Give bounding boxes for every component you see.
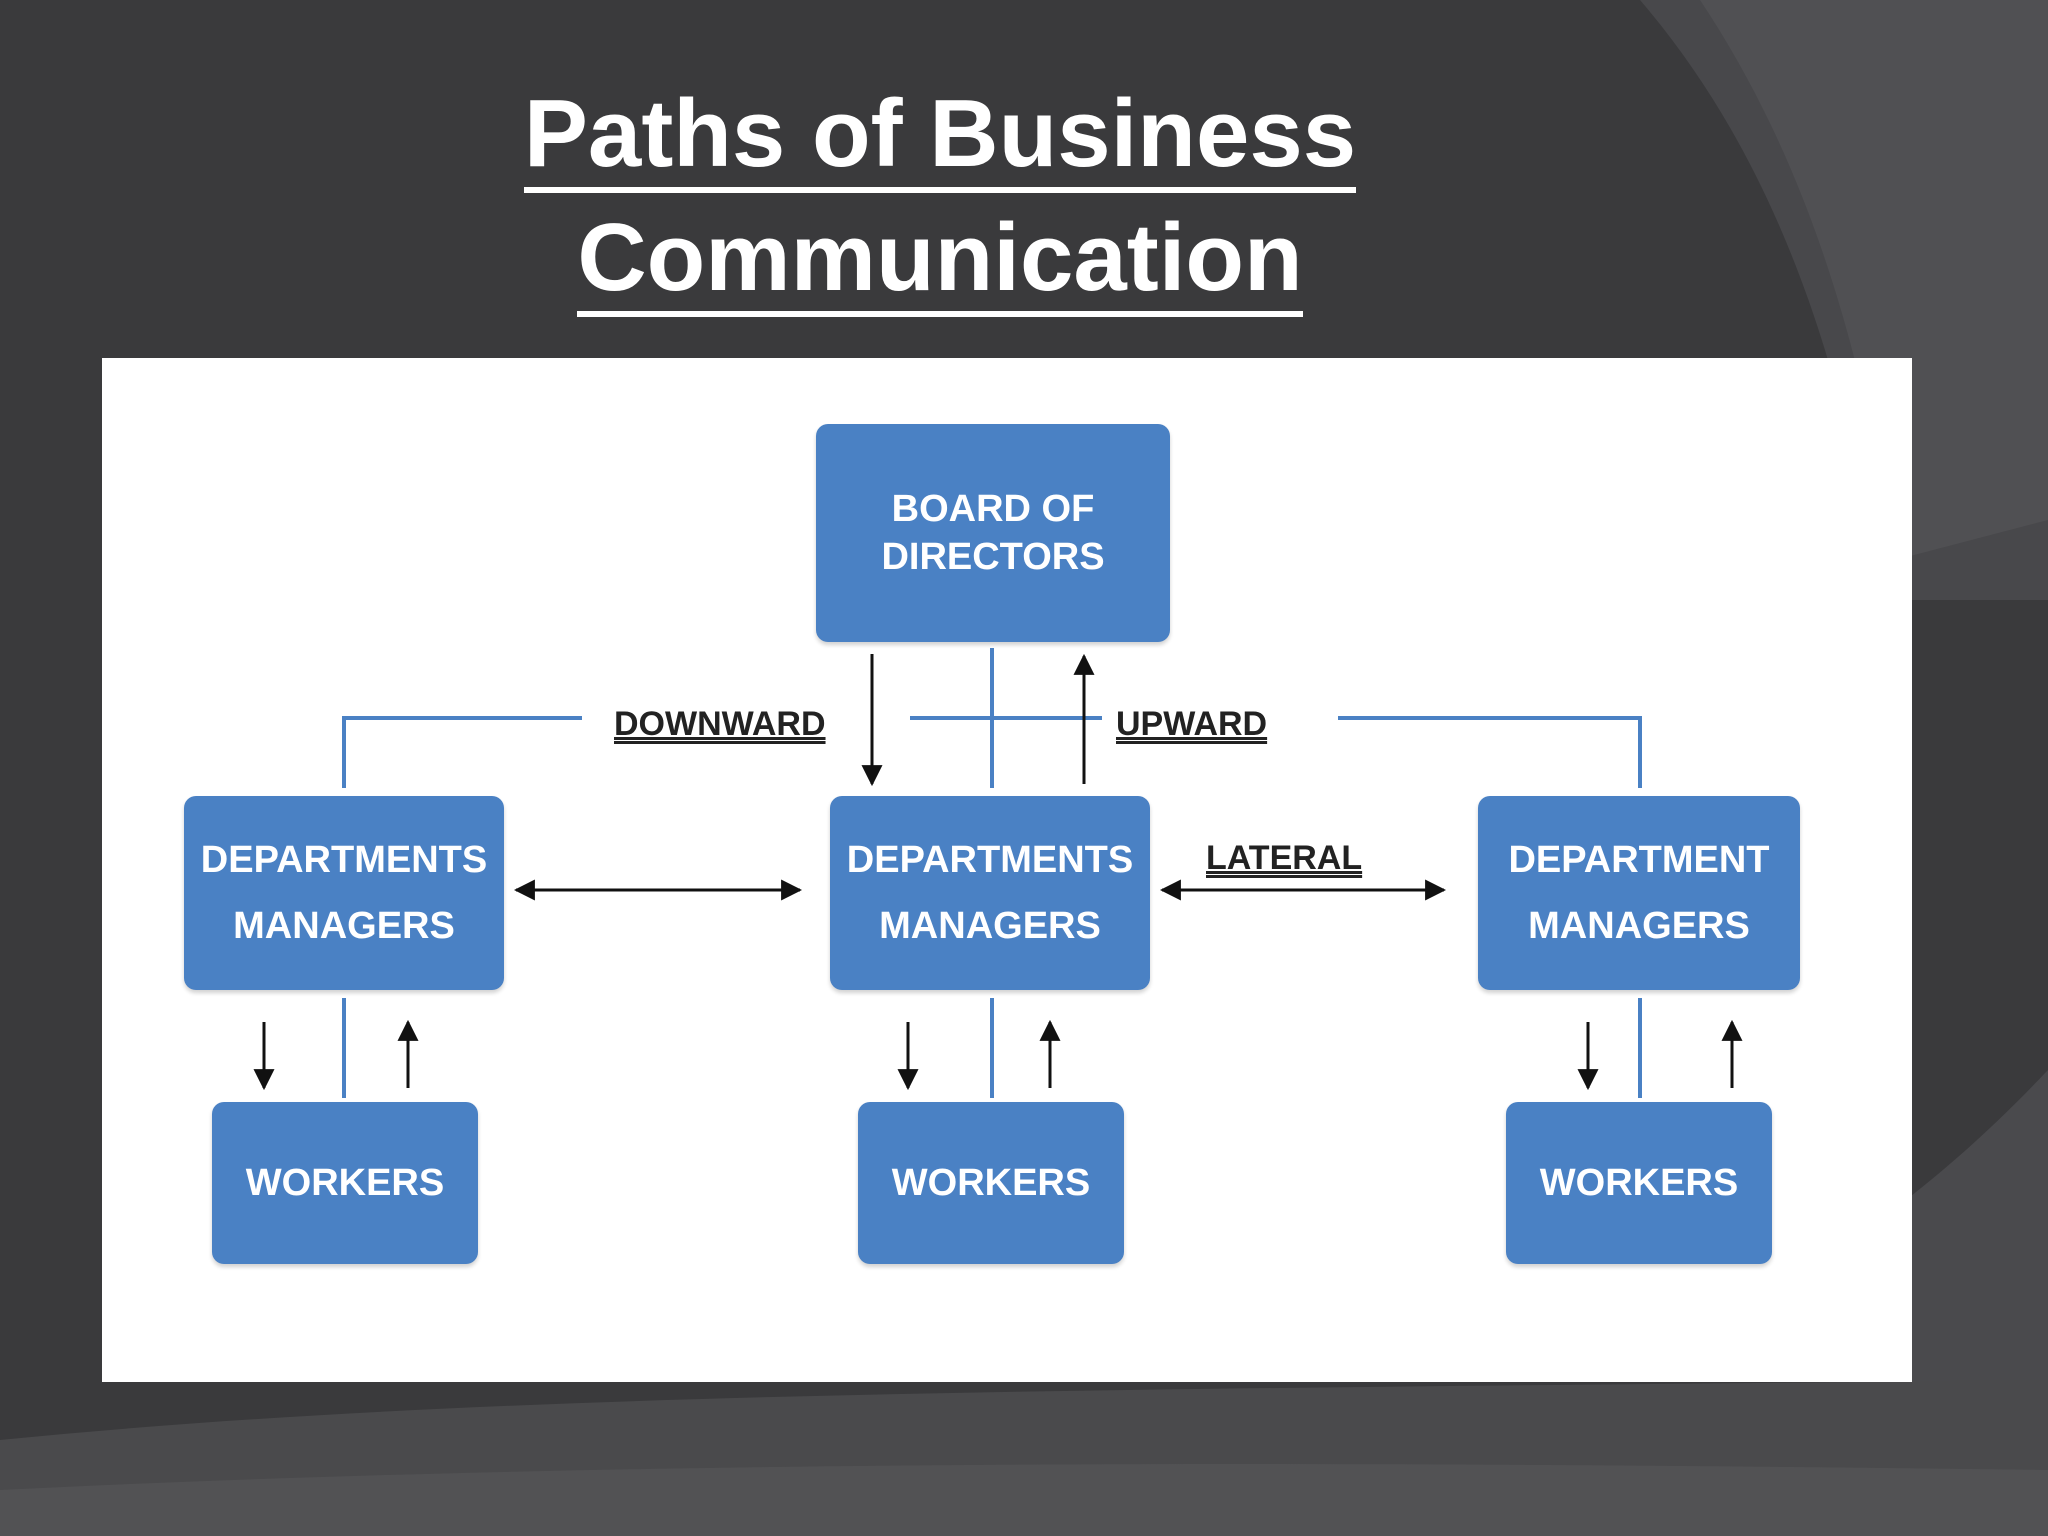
workers-right-label: WORKERS (1539, 1162, 1739, 1204)
board-line-1: BOARD OF (891, 488, 1095, 530)
workers-center-label: WORKERS (891, 1162, 1091, 1204)
board-line-2: DIRECTORS (881, 536, 1105, 578)
label-downward: DOWNWARD (614, 705, 826, 743)
connector-board-left (342, 716, 582, 788)
connector-lines (342, 648, 1642, 1098)
managers-center-box: DEPARTMENTS MANAGERS (830, 796, 1150, 990)
label-upward: UPWARD (1116, 705, 1268, 743)
title-line-2: Communication (577, 204, 1303, 317)
diagram-panel: BOARD OF DIRECTORS DEPARTMENTS MANAGERS … (102, 358, 1912, 1382)
label-lateral: LATERAL (1206, 839, 1363, 877)
managers-right-line-2: MANAGERS (1528, 905, 1750, 947)
diagram-connectors (253, 648, 1743, 1098)
workers-left-label: WORKERS (245, 1162, 445, 1204)
managers-right-line-1: DEPARTMENT (1508, 839, 1770, 881)
connector-board-right (1338, 716, 1642, 788)
managers-center-line-2: MANAGERS (879, 905, 1101, 947)
workers-right-box: WORKERS (1506, 1102, 1772, 1264)
managers-right-box: DEPARTMENT MANAGERS (1478, 796, 1800, 990)
page-title: Paths of Business Communication (340, 72, 1540, 320)
managers-left-box: DEPARTMENTS MANAGERS (184, 796, 504, 990)
board-of-directors-box: BOARD OF DIRECTORS (816, 424, 1170, 642)
managers-left-line-1: DEPARTMENTS (200, 839, 488, 881)
managers-center-line-1: DEPARTMENTS (846, 839, 1134, 881)
managers-left-line-2: MANAGERS (233, 905, 455, 947)
flow-arrows (253, 653, 1743, 1091)
workers-left-box: WORKERS (212, 1102, 478, 1264)
workers-center-box: WORKERS (858, 1102, 1124, 1264)
title-line-1: Paths of Business (523, 80, 1357, 193)
